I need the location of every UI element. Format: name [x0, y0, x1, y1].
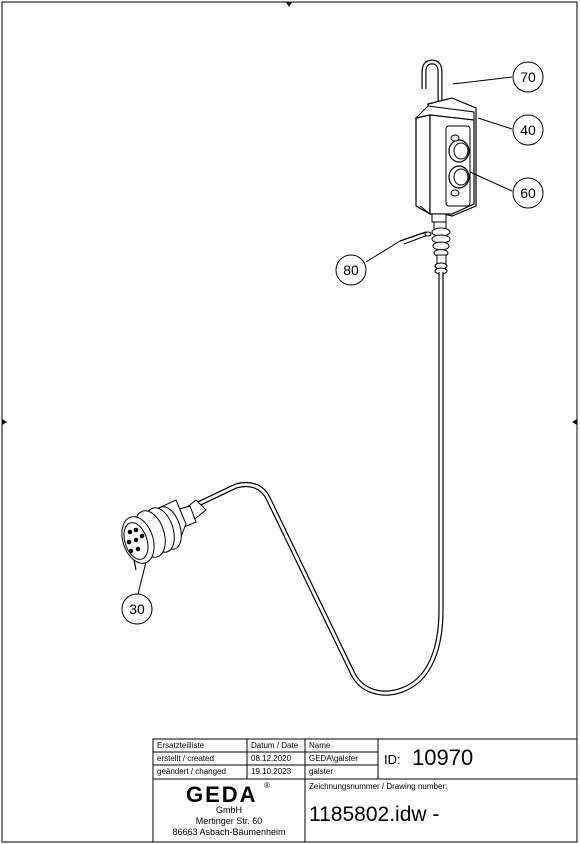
- created-label: erstellt / created: [157, 754, 214, 763]
- geda-logo: GEDA: [186, 782, 258, 807]
- geda-registered-mark: ®: [264, 781, 270, 790]
- callout-70: 70: [512, 61, 544, 93]
- callout-60: 60: [512, 177, 544, 209]
- date-header: Datum / Date: [251, 741, 299, 750]
- cable: [194, 272, 444, 696]
- company-suffix: GmbH: [215, 805, 242, 815]
- callout-30-label: 30: [129, 601, 145, 617]
- name-header: Name: [309, 741, 331, 750]
- leader-lines: [137, 76, 513, 595]
- id-label: ID:: [384, 752, 401, 767]
- hook: [421, 59, 443, 106]
- created-date: 08.12.2020: [251, 754, 292, 763]
- drawing-number-label: Zeichnungsnummer / Drawing number:: [309, 782, 448, 791]
- callout-80-label: 80: [343, 262, 359, 278]
- callout-30: 30: [121, 593, 153, 625]
- callout-60-label: 60: [520, 185, 536, 201]
- cable-gland: [399, 213, 451, 275]
- title-block-grid: [152, 738, 578, 843]
- drawing-number: 1185802.idw -: [309, 803, 440, 826]
- callout-70-label: 70: [520, 69, 536, 85]
- callout-40: 40: [512, 114, 544, 146]
- changed-name: galster: [309, 767, 334, 776]
- created-name: GEDA\galster: [309, 754, 358, 763]
- cee-plug: [121, 499, 207, 571]
- id-value: 10970: [412, 745, 474, 770]
- address-line1: Mertinger Str. 60: [195, 816, 263, 826]
- pendant-buttons: [448, 134, 470, 197]
- changed-date: 19.10.2023: [251, 767, 292, 776]
- callout-40-label: 40: [520, 122, 536, 138]
- pendant-box: [414, 97, 477, 217]
- callout-80: 80: [335, 254, 367, 286]
- address-line2: 86663 Asbach-Bäumenheim: [172, 827, 286, 837]
- changed-label: geändert / changed: [157, 767, 226, 776]
- list-type: Ersatzteilliste: [157, 741, 205, 750]
